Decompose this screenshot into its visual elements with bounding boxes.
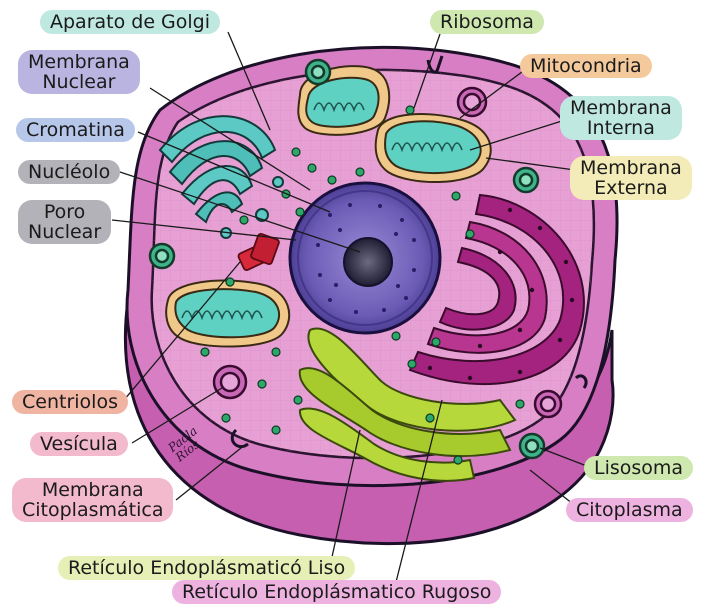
golgi-vesicle xyxy=(273,177,283,187)
label-membrana-citoplasmatica-line1: Membrana xyxy=(22,480,163,500)
label-membrana-citoplasmatica-line2: Citoplasmática xyxy=(22,500,163,520)
label-vesicula: Vesícula xyxy=(30,432,128,456)
mitochondrion xyxy=(166,281,289,347)
label-membrana-interna-line1: Membrana xyxy=(570,98,672,118)
nucleolus xyxy=(344,238,392,286)
label-ribosoma: Ribosoma xyxy=(430,10,544,34)
label-golgi: Aparato de Golgi xyxy=(40,10,220,34)
label-mitocondria: Mitocondria xyxy=(520,54,652,78)
label-membrana-externa-line2: Externa xyxy=(580,178,682,198)
label-membrana-externa: Membrana Externa xyxy=(570,156,692,200)
label-membrana-interna-line2: Interna xyxy=(570,118,672,138)
label-membrana-interna: Membrana Interna xyxy=(560,96,682,140)
label-membrana-externa-line1: Membrana xyxy=(580,158,682,178)
label-centriolos: Centriolos xyxy=(12,390,128,414)
label-membrana-nuclear: Membrana Nuclear xyxy=(18,50,140,94)
nucleus xyxy=(290,183,440,333)
label-membrana-nuclear-line2: Nuclear xyxy=(28,72,130,92)
label-citoplasma: Citoplasma xyxy=(566,498,693,522)
label-membrana-citoplasmatica: Membrana Citoplasmática xyxy=(12,478,173,522)
label-poro-nuclear-line2: Nuclear xyxy=(28,222,101,242)
label-membrana-nuclear-line1: Membrana xyxy=(28,52,130,72)
label-reticulo-rugoso: Retículo Endoplásmatico Rugoso xyxy=(172,580,501,604)
label-poro-nuclear: Poro Nuclear xyxy=(18,200,111,244)
mitochondrion xyxy=(376,114,491,182)
label-cromatina: Cromatina xyxy=(16,118,135,142)
label-reticulo-liso: Retículo Endoplásmaticó Liso xyxy=(58,556,355,580)
label-poro-nuclear-line1: Poro xyxy=(28,202,101,222)
label-lisosoma: Lisosoma xyxy=(584,456,693,480)
label-nucleolo: Nucléolo xyxy=(18,160,120,184)
